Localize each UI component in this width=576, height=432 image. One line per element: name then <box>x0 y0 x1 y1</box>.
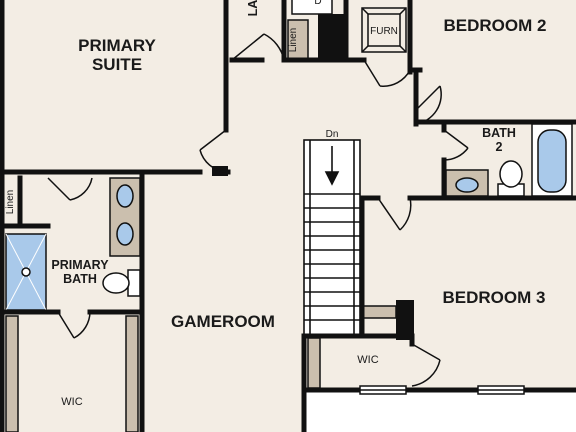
room-label-linen-left: Linen <box>5 189 16 215</box>
room-label-bedroom-2: BEDROOM 2 <box>443 16 547 35</box>
room-label-primary-suite: PRIMARY SUITE <box>78 36 156 75</box>
room-label-furnace: FURN <box>370 26 398 37</box>
room-label-linen-top: Linen <box>288 27 299 53</box>
room-label-primary-bath: PRIMARY BATH <box>51 258 109 286</box>
room-label-gameroom: GAMEROOM <box>171 312 275 331</box>
exterior-area <box>306 392 576 432</box>
furnace-unit <box>361 7 407 53</box>
stair-direction-label: Dn <box>325 129 339 140</box>
bath-fixtures <box>5 123 573 311</box>
dryer-unit <box>291 0 333 15</box>
room-label-laundry: LA <box>246 0 260 17</box>
room-label-wic-lower-left: WIC <box>61 396 83 408</box>
windows <box>359 385 525 395</box>
room-label-wic-bedroom-3: WIC <box>357 354 379 366</box>
door-swings <box>47 33 469 387</box>
staircase <box>303 139 361 337</box>
room-label-bedroom-3: BEDROOM 3 <box>442 288 546 307</box>
room-label-bath-2: BATH 2 <box>482 126 516 154</box>
dryer-label: D <box>314 0 322 7</box>
